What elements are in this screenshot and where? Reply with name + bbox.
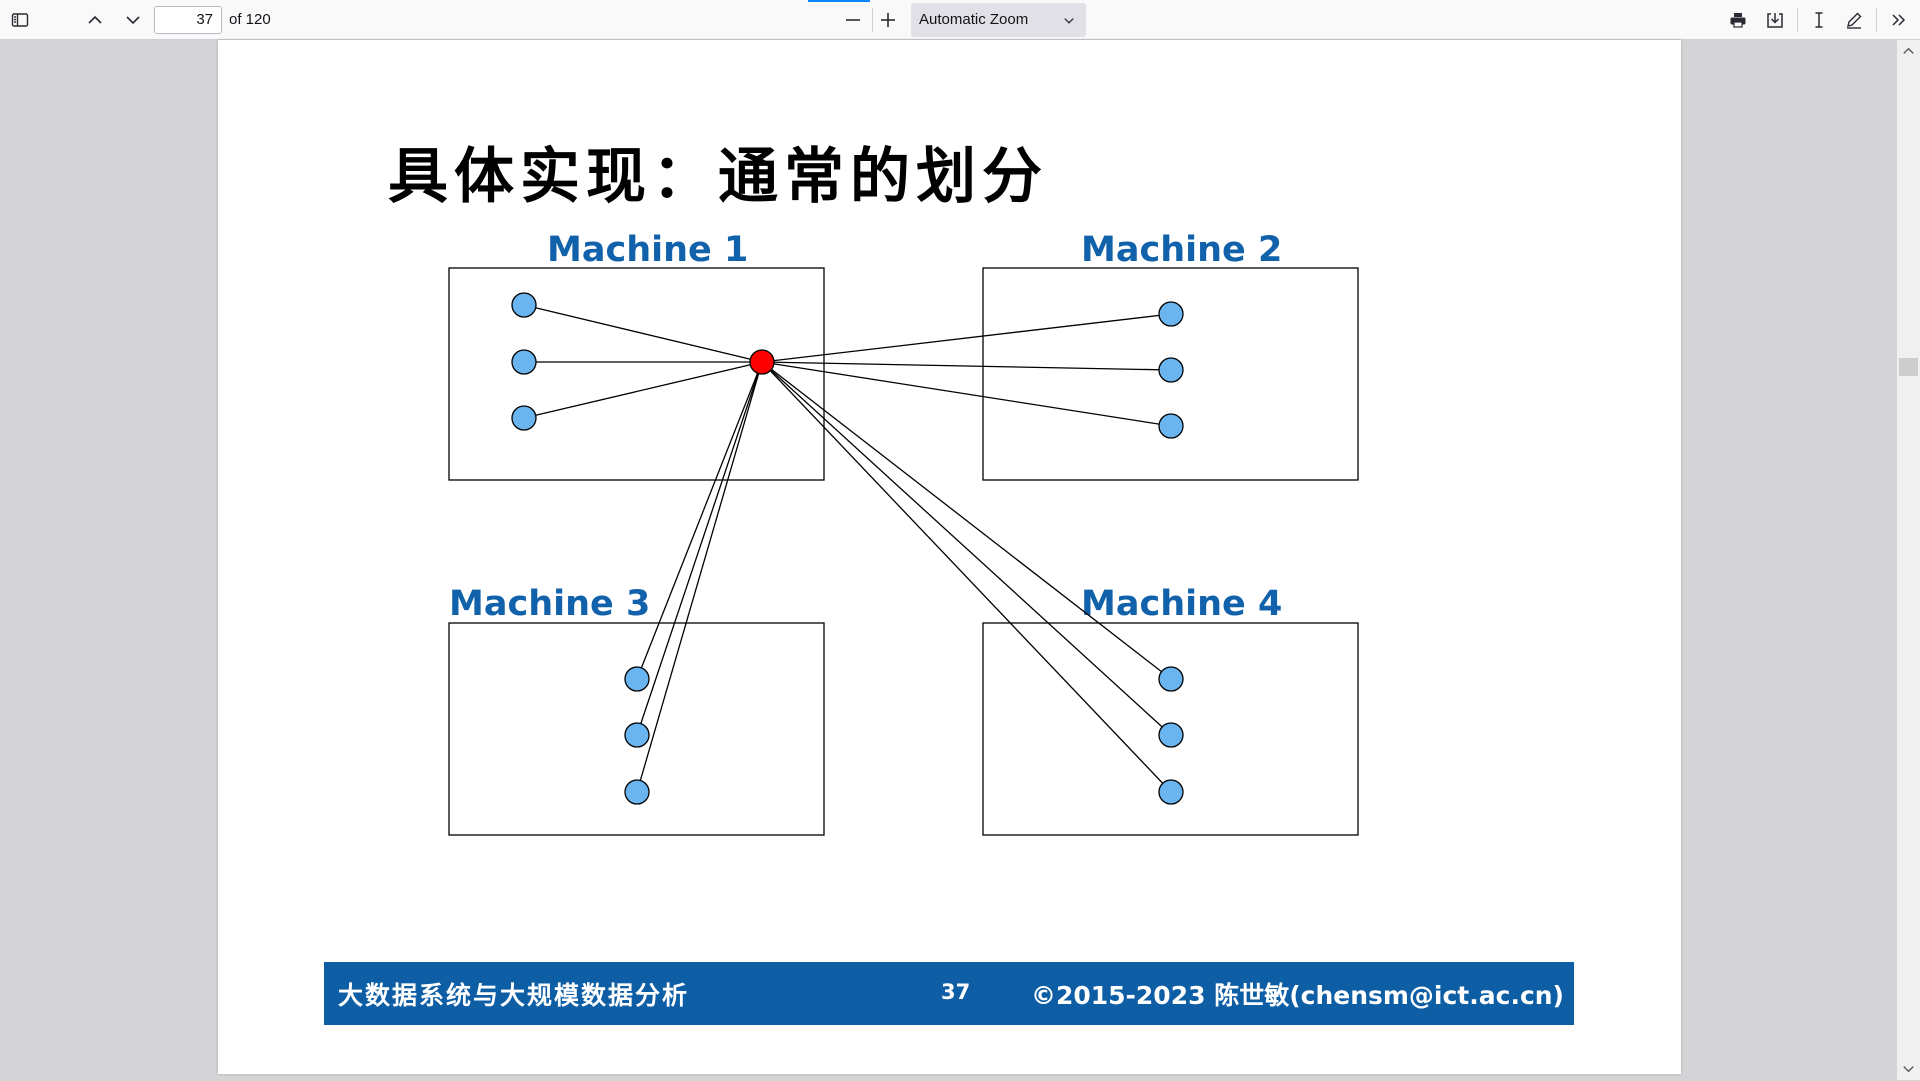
machine-3-box — [448, 622, 825, 836]
zoom-out-button[interactable] — [838, 5, 868, 35]
machine-2-label: Machine 2 — [1081, 230, 1283, 270]
edge — [523, 361, 763, 419]
previous-page-button[interactable] — [80, 5, 110, 35]
partition-diagram — [448, 267, 1359, 836]
machine-3-node — [624, 666, 650, 692]
scroll-thumb[interactable] — [1899, 358, 1918, 376]
sidebar-toggle-button[interactable] — [5, 5, 35, 35]
edge — [761, 361, 1172, 680]
machine-2-node — [1158, 301, 1184, 327]
text-tool-button[interactable] — [1804, 5, 1834, 35]
edge — [636, 361, 763, 736]
sidebar-toggle-icon — [11, 13, 29, 27]
draw-icon — [1847, 12, 1862, 29]
machine-4-node — [1158, 779, 1184, 805]
edge — [761, 361, 1172, 371]
edge — [761, 361, 1172, 736]
download-icon — [1767, 13, 1783, 28]
chevron-down-icon — [126, 16, 140, 25]
footer-copyright: ©2015-2023 陈世敏(chensm@ict.ac.cn) — [1030, 981, 1564, 1010]
chevron-up-icon — [88, 15, 102, 24]
zoom-out-icon — [846, 19, 860, 21]
footer-course-title: 大数据系统与大规模数据分析 — [338, 981, 690, 1010]
machine-3-node — [624, 779, 650, 805]
download-button[interactable] — [1760, 5, 1790, 35]
machine-2-node — [1158, 413, 1184, 439]
footer-page-number: 37 — [941, 980, 971, 1004]
zoom-in-icon — [881, 13, 895, 27]
edge — [761, 313, 1172, 363]
hub-node — [749, 349, 775, 375]
tools-icon — [1892, 14, 1906, 26]
slide-title: 具体实现：通常的划分 — [388, 142, 1048, 212]
toolbar-separator — [872, 8, 873, 32]
edge — [523, 304, 763, 363]
machine-1-node — [511, 405, 537, 431]
pdf-page: 具体实现：通常的划分 Machine 1 Machine 2 Machine 3… — [218, 40, 1681, 1074]
zoom-in-button[interactable] — [873, 5, 903, 35]
edge — [761, 361, 1172, 793]
edges — [523, 304, 1172, 793]
vertical-scrollbar[interactable] — [1897, 40, 1920, 1080]
chevron-down-icon — [1062, 3, 1076, 50]
machine-4-node — [1158, 722, 1184, 748]
document-viewer[interactable]: 具体实现：通常的划分 Machine 1 Machine 2 Machine 3… — [0, 40, 1897, 1080]
next-page-button[interactable] — [118, 5, 148, 35]
focus-indicator — [808, 0, 870, 2]
machine-2-node — [1158, 357, 1184, 383]
chevron-down-icon — [1903, 1066, 1914, 1073]
edge — [636, 361, 763, 793]
tools-menu-button[interactable] — [1884, 5, 1914, 35]
pdf-toolbar: 37 of 120 Automatic Zoom — [0, 0, 1920, 40]
machine-4-box — [982, 622, 1359, 836]
machine-1-box — [448, 267, 825, 481]
machine-4-label: Machine 4 — [1081, 584, 1283, 624]
machine-2-box — [982, 267, 1359, 481]
machine-3-node — [624, 722, 650, 748]
text-cursor-icon — [1815, 12, 1823, 28]
edge — [636, 361, 763, 680]
machine-4-node — [1158, 666, 1184, 692]
page-number-input[interactable]: 37 — [154, 6, 222, 34]
print-icon — [1730, 13, 1746, 28]
zoom-select[interactable]: Automatic Zoom — [911, 3, 1086, 37]
scroll-up-button[interactable] — [1901, 44, 1916, 59]
toolbar-separator — [1797, 8, 1798, 32]
machine-3-label: Machine 3 — [449, 584, 651, 624]
toolbar-separator — [1876, 8, 1877, 32]
draw-tool-button[interactable] — [1839, 5, 1869, 35]
slide-footer: 大数据系统与大规模数据分析 37 ©2015-2023 陈世敏(chensm@i… — [324, 962, 1574, 1025]
edge — [761, 361, 1172, 427]
zoom-select-value: Automatic Zoom — [919, 11, 1029, 28]
machine-1-node — [511, 292, 537, 318]
print-button[interactable] — [1723, 5, 1753, 35]
page-count-label: of 120 — [229, 11, 271, 28]
machine-1-node — [511, 349, 537, 375]
machine-1-label: Machine 1 — [547, 230, 749, 270]
scroll-down-button[interactable] — [1901, 1061, 1916, 1076]
chevron-up-icon — [1903, 47, 1914, 54]
